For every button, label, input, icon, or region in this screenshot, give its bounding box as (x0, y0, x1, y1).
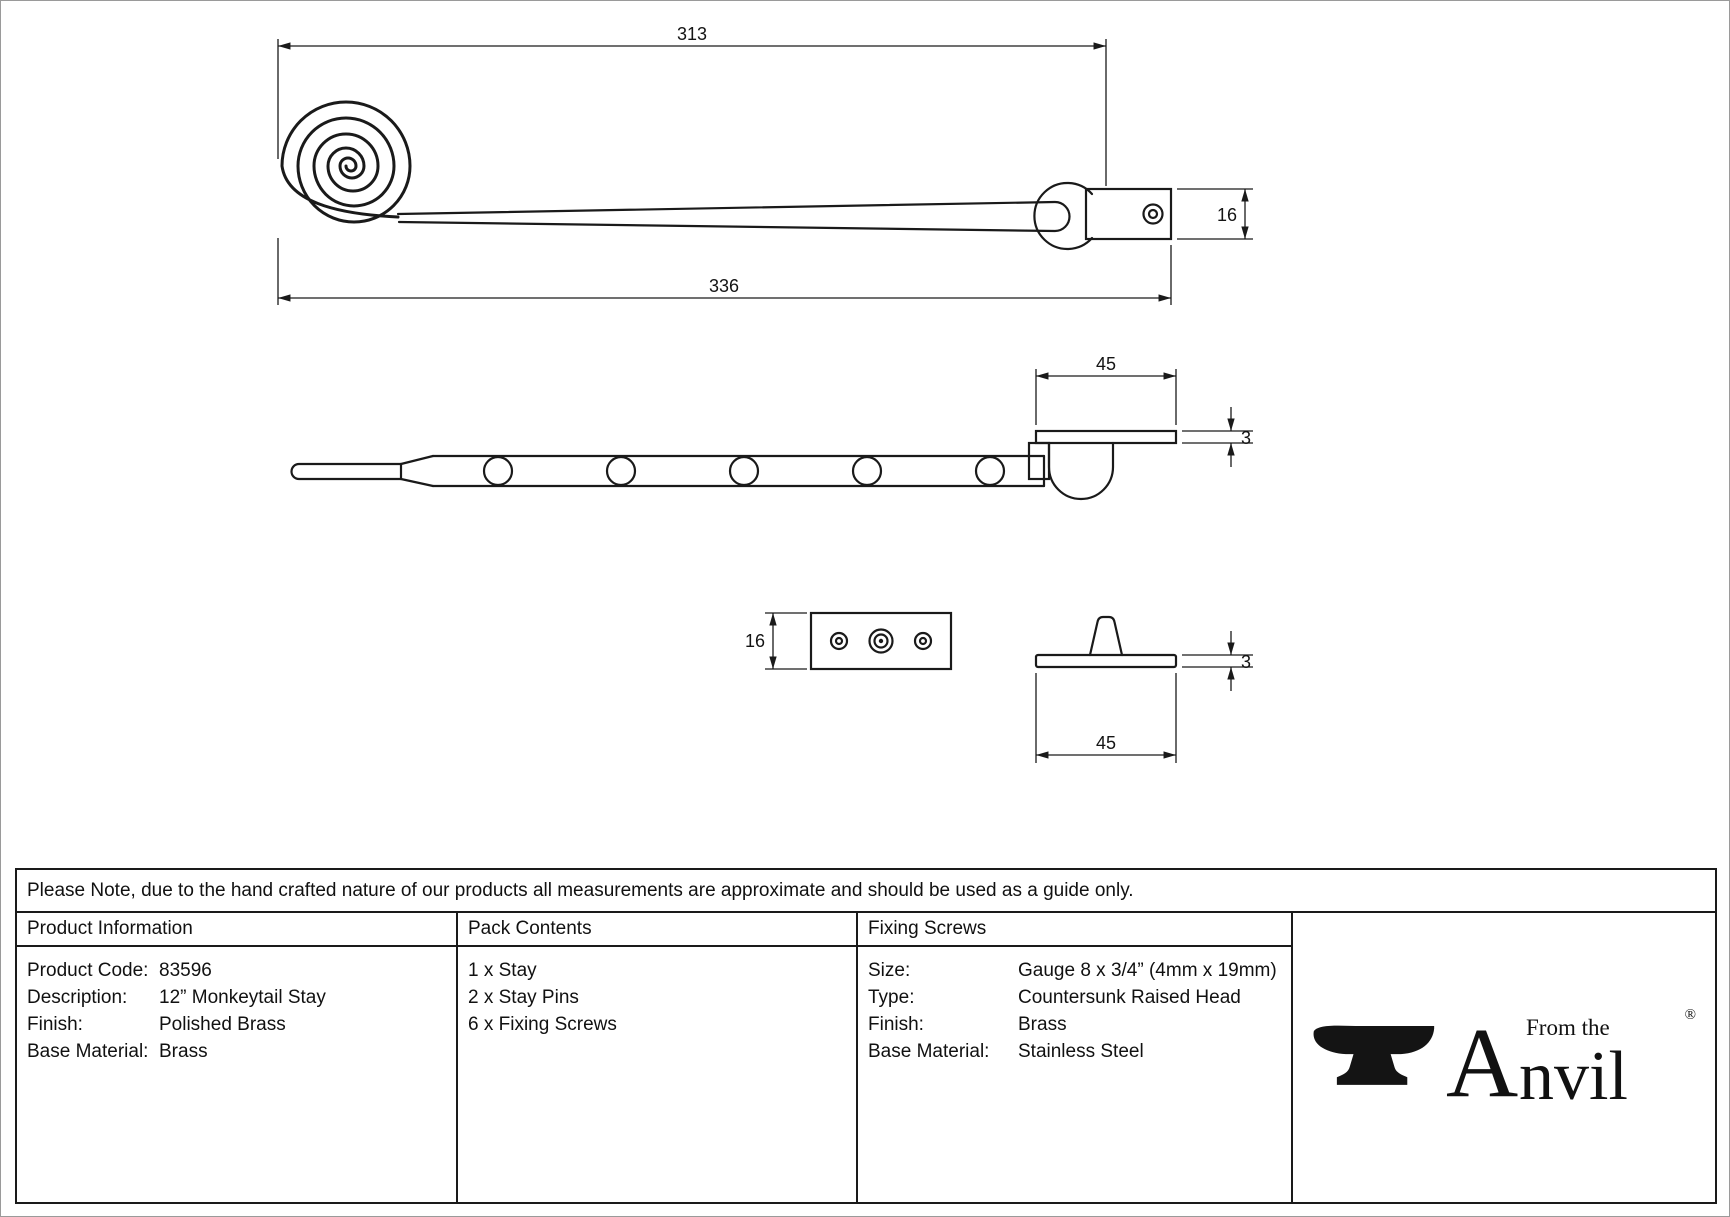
table-row-screw-finish: Finish: Brass (868, 1011, 1281, 1038)
stay-pin-plate-front-view (809, 611, 953, 671)
row-label: Finish: (27, 1014, 83, 1035)
row-label: Type: (868, 987, 915, 1008)
dim-label-45-pin: 45 (1096, 733, 1116, 753)
table-row-type: Type: Countersunk Raised Head (868, 984, 1281, 1011)
anvil-icon (1313, 1025, 1435, 1085)
row-label: Description: (27, 987, 128, 1008)
top-view-stay (290, 429, 1178, 501)
table-row-product-code: Product Code: 83596 (27, 957, 446, 984)
keeper-slot (1027, 441, 1051, 481)
row-value: Brass (1018, 1014, 1067, 1035)
pack-item: 2 x Stay Pins (468, 987, 579, 1008)
pin-base-outer (868, 628, 894, 654)
screw-hole (1142, 203, 1164, 225)
table-row-size: Size: Gauge 8 x 3/4” (4mm x 19mm) (868, 957, 1281, 984)
dim-label-16-side: 16 (1217, 205, 1237, 225)
logo-brand-rest: nvil (1519, 1038, 1628, 1115)
dim-label-16-pin: 16 (745, 631, 765, 651)
technical-drawing: 313 336 16 45 3 16 3 45 (277, 24, 1253, 763)
spec-table: Product Information Pack Contents Fixing… (15, 913, 1717, 1204)
row-value: 12” Monkeytail Stay (159, 987, 326, 1008)
table-row-description: Description: 12” Monkeytail Stay (27, 984, 446, 1011)
row-value: Polished Brass (159, 1014, 286, 1035)
stay-pin-side-view (1034, 615, 1178, 669)
pin-cone (1088, 615, 1124, 657)
row-value: Stainless Steel (1018, 1041, 1144, 1062)
dim-label-3-pin: 3 (1241, 652, 1251, 672)
product-information-header: Product Information (17, 913, 458, 947)
table-row-base-material: Base Material: Brass (27, 1038, 446, 1065)
end-plate (1034, 429, 1178, 445)
screw-hole-inner (1147, 208, 1159, 220)
dim-label-336: 336 (709, 276, 739, 296)
dim-label-45-top: 45 (1096, 354, 1116, 374)
dimension-lines (277, 39, 1253, 763)
logo-wordmark: A From the nvil ® (1446, 1006, 1698, 1115)
pin-base-plate (1034, 653, 1178, 669)
fixing-screws-body: Size: Gauge 8 x 3/4” (4mm x 19mm) Type: … (858, 947, 1293, 1202)
logo-tagline: From the (1526, 1014, 1610, 1040)
stay-hole (482, 455, 514, 487)
row-label: Size: (868, 960, 911, 981)
pin-plate (809, 611, 953, 671)
fixing-screws-header: Fixing Screws (858, 913, 1293, 947)
table-row-screw-base-material: Base Material: Stainless Steel (868, 1038, 1281, 1065)
plate-screw-hole-inner (918, 636, 928, 646)
logo-cell: A From the nvil ® (1293, 913, 1715, 1202)
housing-profile (1047, 441, 1115, 501)
mount-plate (1084, 187, 1173, 241)
stay-arm (396, 200, 1071, 233)
row-label: Product Code: (27, 960, 149, 981)
pack-item: 6 x Fixing Screws (468, 1014, 617, 1035)
row-label: Finish: (868, 1014, 924, 1035)
logo-letter-a: A (1446, 1006, 1519, 1118)
dim-label-3-top: 3 (1241, 428, 1251, 448)
side-view-monkeytail-stay (280, 100, 1173, 251)
plate-screw-hole (829, 631, 849, 651)
dim-label-313: 313 (677, 24, 707, 44)
tail-end (290, 462, 403, 481)
stay-hole (851, 455, 883, 487)
plate-screw-hole (913, 631, 933, 651)
monkeytail-curl (280, 100, 412, 224)
pin-base-dot (878, 638, 884, 644)
measurement-note: Please Note, due to the hand crafted nat… (15, 868, 1717, 913)
row-value: Brass (159, 1041, 208, 1062)
pack-contents-body: 1 x Stay 2 x Stay Pins 6 x Fixing Screws (458, 947, 858, 1202)
pack-contents-header: Pack Contents (458, 913, 858, 947)
row-value: Countersunk Raised Head (1018, 987, 1241, 1008)
pack-item: 1 x Stay (468, 960, 537, 981)
registered-mark-icon: ® (1684, 1006, 1696, 1023)
pivot-housing (1033, 181, 1094, 251)
stay-hole (605, 455, 637, 487)
pin-base-inner (873, 633, 889, 649)
product-information-body: Product Code: 83596 Description: 12” Mon… (17, 947, 458, 1202)
row-label: Base Material: (27, 1041, 149, 1062)
table-row-finish: Finish: Polished Brass (27, 1011, 446, 1038)
stay-hole (728, 455, 760, 487)
row-label: Base Material: (868, 1041, 990, 1062)
stay-hole (974, 455, 1006, 487)
row-value: Gauge 8 x 3/4” (4mm x 19mm) (1018, 960, 1277, 981)
row-value: 83596 (159, 960, 212, 981)
plate-screw-hole-inner (834, 636, 844, 646)
from-the-anvil-logo: A From the nvil ® (1310, 1006, 1698, 1115)
